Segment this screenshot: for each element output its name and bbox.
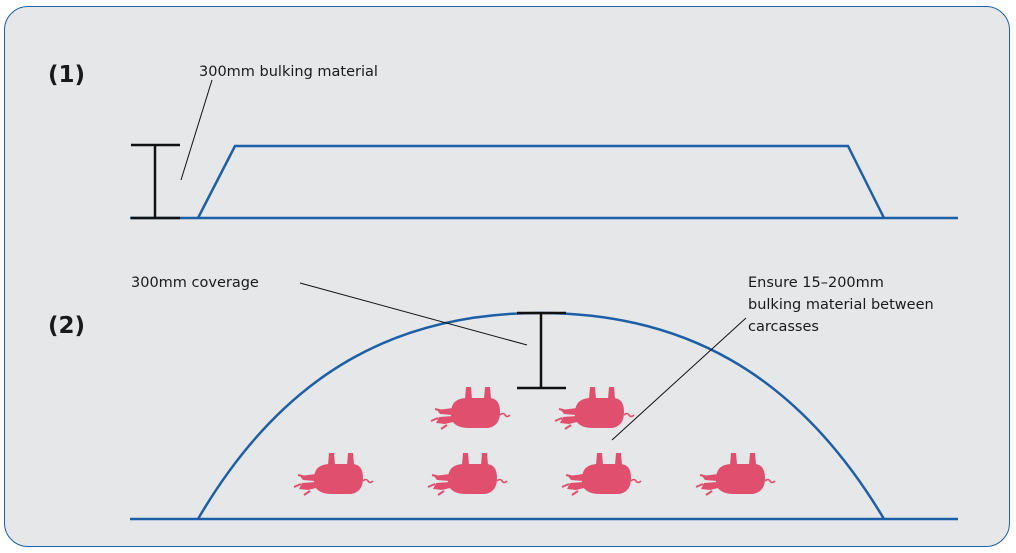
step-label-2: (2) bbox=[48, 313, 86, 339]
spacing-note-line-1: Ensure 15–200mm bbox=[748, 275, 884, 291]
carcass-icon bbox=[561, 452, 642, 496]
bulking-material-label: 300mm bulking material bbox=[199, 64, 378, 80]
spacing-note-line-2: bulking material between bbox=[748, 297, 934, 313]
bulking-leader-line bbox=[180, 79, 213, 181]
coverage-leader-line bbox=[299, 282, 528, 346]
carcass-icon bbox=[695, 452, 776, 496]
carcass-icon bbox=[427, 452, 508, 496]
carcass-icon bbox=[430, 386, 511, 430]
step-label-1: (1) bbox=[48, 62, 86, 88]
spacing-note-line-3: carcasses bbox=[748, 319, 819, 335]
carcass-icon bbox=[293, 452, 374, 496]
carcass-icon bbox=[554, 386, 635, 430]
spacing-leader-line bbox=[611, 317, 747, 441]
bulking-bed-outline bbox=[196, 144, 886, 219]
coverage-depth-marker bbox=[517, 311, 566, 390]
coverage-label: 300mm coverage bbox=[131, 275, 259, 291]
bulking-depth-marker bbox=[131, 143, 180, 220]
